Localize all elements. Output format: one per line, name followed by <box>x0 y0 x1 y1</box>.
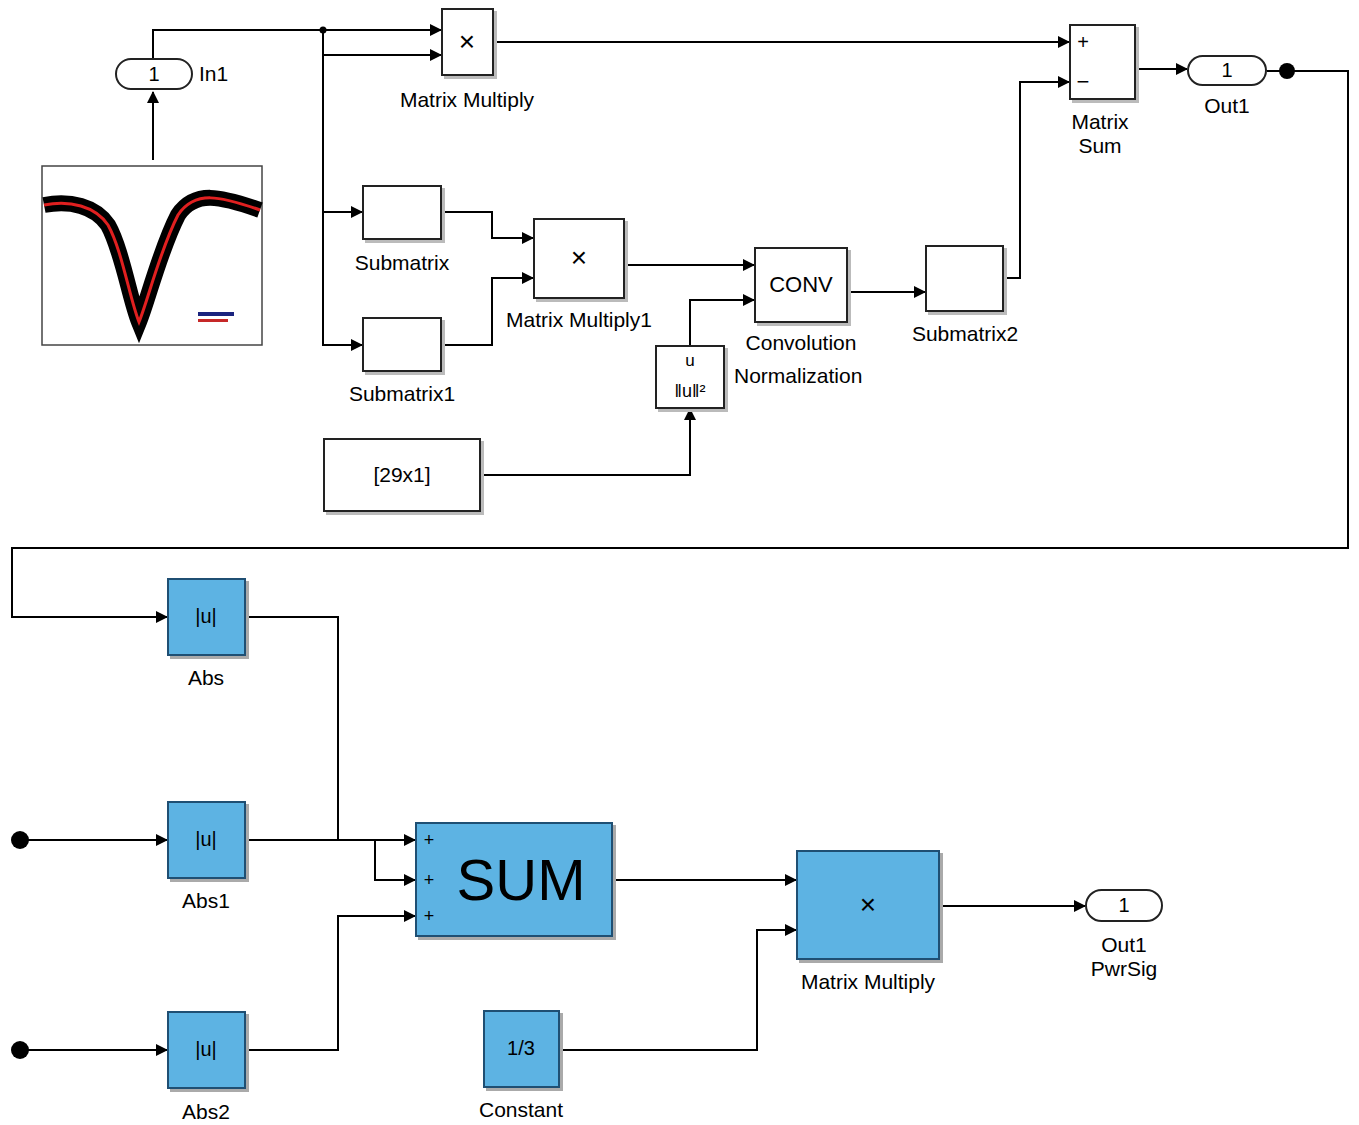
signal-line <box>153 30 441 58</box>
constant-block: [29x1] <box>323 438 481 512</box>
signal-line <box>442 212 533 238</box>
submatrix-icon <box>376 196 991 360</box>
submatrix-block: Submatrix <box>362 185 442 240</box>
block-label: Abs1 <box>180 889 232 913</box>
outport: 1Out1 <box>1187 55 1267 86</box>
block-symbol: u <box>685 351 694 371</box>
signal-line <box>613 879 796 881</box>
signal-line <box>560 930 796 1050</box>
sum-block: + + + SUM <box>415 822 613 937</box>
block-label: Matrix Multiply1 <box>504 308 654 332</box>
abs-block: |u|Abs2 <box>167 1011 246 1089</box>
block-symbol: |u| <box>195 1038 217 1061</box>
multiply-block: ×Matrix Multiply <box>441 8 494 76</box>
block-symbol: + <box>424 870 435 891</box>
abs-block: |u|Abs1 <box>167 801 246 879</box>
signal-line <box>153 30 362 212</box>
signal-line <box>625 264 754 266</box>
block-symbol: 1 <box>1118 894 1129 917</box>
block-symbol: SUM <box>457 847 586 914</box>
submatrix-block: Submatrix2 <box>925 245 1004 312</box>
signal-line <box>494 41 1069 43</box>
constant-block: 1/3Constant <box>483 1010 560 1088</box>
signal-line <box>246 840 415 880</box>
signal-line <box>246 916 415 1050</box>
input-wire <box>20 839 167 841</box>
block-symbol: 1/3 <box>507 1037 535 1060</box>
signal-line <box>12 71 1348 617</box>
block-symbol: |u| <box>195 605 217 628</box>
abs-block: |u|Abs <box>167 578 246 656</box>
input-wire <box>20 1049 167 1051</box>
block-symbol: × <box>459 26 475 58</box>
signal-line <box>481 409 690 475</box>
block-label: Out1 <box>1202 94 1252 118</box>
block-label: Out1 PwrSig <box>1089 933 1160 981</box>
signal-line <box>940 905 1085 907</box>
block-symbol: + <box>424 906 435 927</box>
block-label: Constant <box>477 1098 565 1122</box>
block-label: Submatrix2 <box>910 322 1020 346</box>
block-label: Matrix Multiply <box>799 970 937 994</box>
submatrix-block: Submatrix1 <box>362 317 442 372</box>
normalization-block: u‖u‖²Normalization <box>655 345 725 409</box>
block-label: Matrix Multiply <box>398 88 536 112</box>
block-label: Matrix Sum <box>1069 110 1130 158</box>
signal-line <box>153 30 441 58</box>
block-symbol: 1 <box>148 63 159 86</box>
pointer-arrow <box>152 92 154 160</box>
convolution-block: CONVConvolution <box>754 247 848 323</box>
block-symbol: [29x1] <box>373 463 430 487</box>
waveform-plot <box>42 166 262 345</box>
block-symbol: |u| <box>195 828 217 851</box>
signal-line <box>246 617 415 840</box>
outport: 1Out1 PwrSig <box>1085 889 1163 922</box>
block-label: In1 <box>197 62 230 86</box>
block-label: Abs2 <box>180 1100 232 1124</box>
block-symbol: − <box>1077 69 1090 94</box>
block-symbol: × <box>860 889 876 921</box>
block-symbol: × <box>571 242 587 274</box>
multiply-block: ×Matrix Multiply <box>796 850 940 960</box>
signal-line <box>848 291 925 293</box>
signal-line <box>1136 68 1187 70</box>
block-symbol: ‖u‖² <box>675 381 706 402</box>
block-label: Submatrix1 <box>347 382 457 406</box>
block-symbol: 1 <box>1221 59 1232 82</box>
block-symbol: CONV <box>769 272 833 297</box>
multiply-block: ×Matrix Multiply1 <box>533 218 625 299</box>
signal-line <box>1004 82 1069 278</box>
block-symbol: + <box>1077 31 1089 54</box>
block-symbol: + <box>424 830 435 851</box>
inport: 1In1 <box>115 58 193 90</box>
sum-block: +−Matrix Sum <box>1069 24 1136 100</box>
block-label: Abs <box>186 666 226 690</box>
block-label: Normalization <box>732 364 864 388</box>
block-label: Convolution <box>744 331 859 355</box>
block-label: Submatrix <box>353 251 452 275</box>
